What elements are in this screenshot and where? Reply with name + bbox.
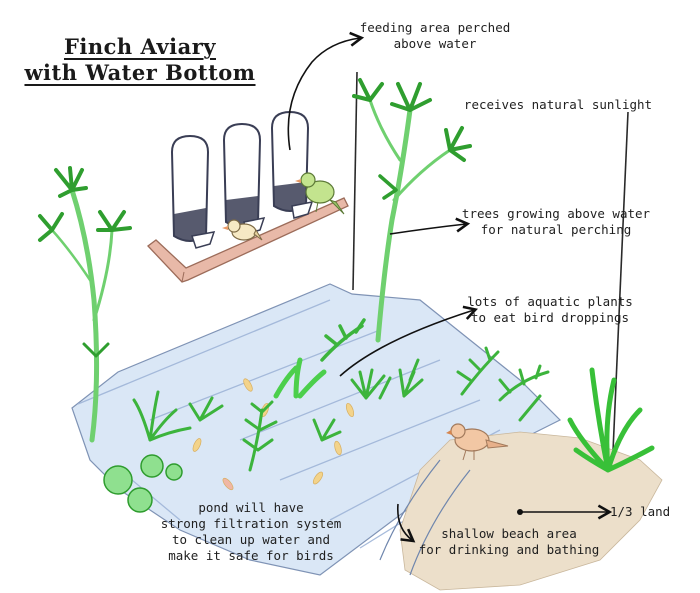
arrow-plants: [339, 305, 478, 377]
finch-small: [222, 219, 263, 241]
arrow-trees: [389, 217, 471, 235]
page-title-line2: with Water Bottom: [24, 60, 256, 85]
feeding-station: [147, 110, 349, 283]
fish: [243, 378, 253, 392]
label-sunlight: receives natural sunlight: [463, 97, 653, 112]
fish: [222, 477, 234, 491]
label-pond-line3: to clean up water and: [171, 532, 331, 547]
label-feeding-line1: feeding area perched: [359, 20, 511, 35]
arrow-beach: [396, 503, 416, 543]
fish: [312, 471, 324, 485]
finch-green: [295, 172, 345, 215]
land-marker-dot: [517, 509, 523, 515]
fish-group: [192, 378, 355, 491]
label-pond: pond will have strong filtration system …: [156, 500, 346, 564]
beach-sand: [399, 431, 663, 591]
label-plants-line1: lots of aquatic plants: [467, 294, 633, 309]
label-feeding-area: feeding area perched above water: [350, 20, 520, 52]
label-feeding-line2: above water: [393, 36, 477, 51]
label-trees: trees growing above water for natural pe…: [456, 206, 656, 238]
arrow-feeding: [287, 31, 365, 151]
finch-tan: [446, 423, 509, 461]
lily-pads: [103, 454, 183, 513]
label-aquatic-plants: lots of aquatic plants to eat bird dropp…: [460, 294, 640, 326]
aquatic-plants: [132, 318, 655, 473]
label-beach-line2: for drinking and bathing: [418, 542, 600, 557]
fish: [334, 440, 342, 456]
label-pond-line4: make it safe for birds: [168, 548, 334, 563]
page-title-line1: Finch Aviary: [63, 34, 216, 59]
fish: [192, 438, 202, 452]
label-land: 1/3 land: [610, 504, 671, 519]
label-beach-line1: shallow beach area: [441, 526, 577, 541]
label-pond-line1: pond will have: [198, 500, 304, 515]
fish: [345, 402, 355, 418]
tree-left: [38, 166, 132, 443]
label-plants-line2: to eat bird droppings: [470, 310, 630, 325]
enclosure-frame: [352, 71, 629, 475]
beach-edge: [379, 459, 471, 576]
tree-center: [352, 78, 472, 343]
label-pond-line2: strong filtration system: [160, 516, 342, 531]
annotation-arrows: [287, 31, 613, 543]
label-trees-line2: for natural perching: [480, 222, 632, 237]
label-beach: shallow beach area for drinking and bath…: [414, 526, 604, 558]
label-trees-line1: trees growing above water: [461, 206, 651, 221]
